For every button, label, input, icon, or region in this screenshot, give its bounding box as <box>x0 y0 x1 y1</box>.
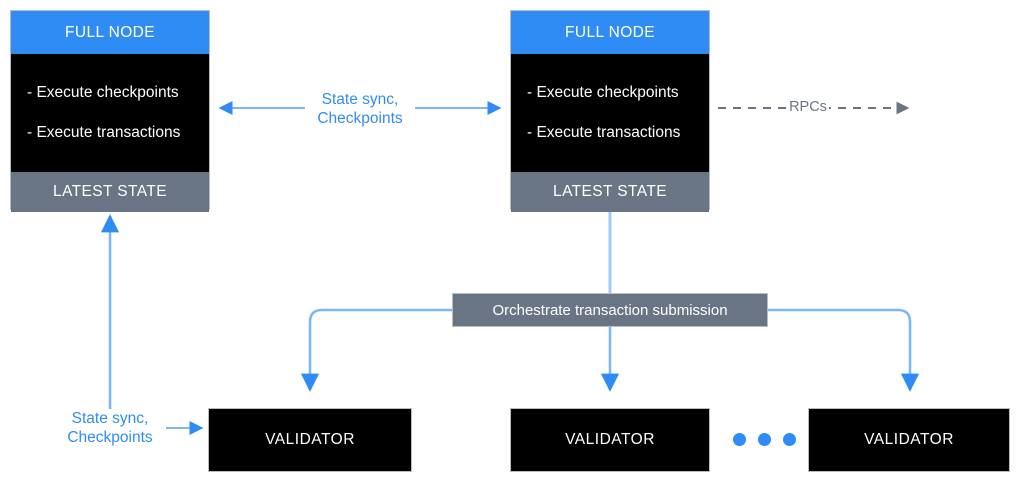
full-node-left-bullet-1: - Execute checkpoints <box>27 84 179 101</box>
ellipsis-dot-3 <box>783 433 796 446</box>
validator-2-label: VALIDATOR <box>565 431 655 448</box>
state-sync-checkpoints-label-bottom: State sync, Checkpoints <box>54 409 166 447</box>
ellipsis-dot-1 <box>733 433 746 446</box>
validator-3[interactable]: VALIDATOR <box>808 408 1010 472</box>
full-node-left-bullet-2: - Execute transactions <box>27 124 181 141</box>
validator-1[interactable]: VALIDATOR <box>208 408 412 472</box>
full-node-right-body: - Execute checkpoints - Execute transact… <box>511 54 709 172</box>
more-validators-ellipsis <box>733 433 796 446</box>
state-sync-bottom-label-line-1: State sync, <box>71 410 149 427</box>
state-sync-label-line-1: State sync, <box>321 91 399 108</box>
ellipsis-dot-2 <box>758 433 771 446</box>
full-node-right[interactable]: FULL NODE - Execute checkpoints - Execut… <box>510 10 710 212</box>
full-node-right-bullet-1: - Execute checkpoints <box>527 84 679 101</box>
full-node-left-latest-state: LATEST STATE <box>11 172 209 212</box>
full-node-left-body: - Execute checkpoints - Execute transact… <box>11 54 209 172</box>
state-sync-bottom-label-line-2: Checkpoints <box>67 429 153 446</box>
full-node-left[interactable]: FULL NODE - Execute checkpoints - Execut… <box>10 10 210 212</box>
validator-1-label: VALIDATOR <box>265 431 355 448</box>
rpcs-label-text: RPCs <box>789 99 827 115</box>
orchestrate-transaction-submission-box[interactable]: Orchestrate transaction submission <box>452 293 768 327</box>
validator-2[interactable]: VALIDATOR <box>510 408 710 472</box>
full-node-right-header: FULL NODE <box>511 11 709 54</box>
full-node-left-header: FULL NODE <box>11 11 209 54</box>
rpcs-label: RPCs <box>787 98 829 116</box>
state-sync-checkpoints-label-top: State sync, Checkpoints <box>305 90 415 128</box>
full-node-right-bullet-2: - Execute transactions <box>527 124 681 141</box>
orchestrate-label: Orchestrate transaction submission <box>492 301 728 319</box>
validator-3-label: VALIDATOR <box>864 431 954 448</box>
orchestrate-to-validator-1-connector <box>300 308 452 392</box>
full-node-right-latest-state: LATEST STATE <box>511 172 709 212</box>
orchestrate-to-validator-3-connector <box>768 308 920 392</box>
state-sync-label-line-2: Checkpoints <box>317 110 403 127</box>
